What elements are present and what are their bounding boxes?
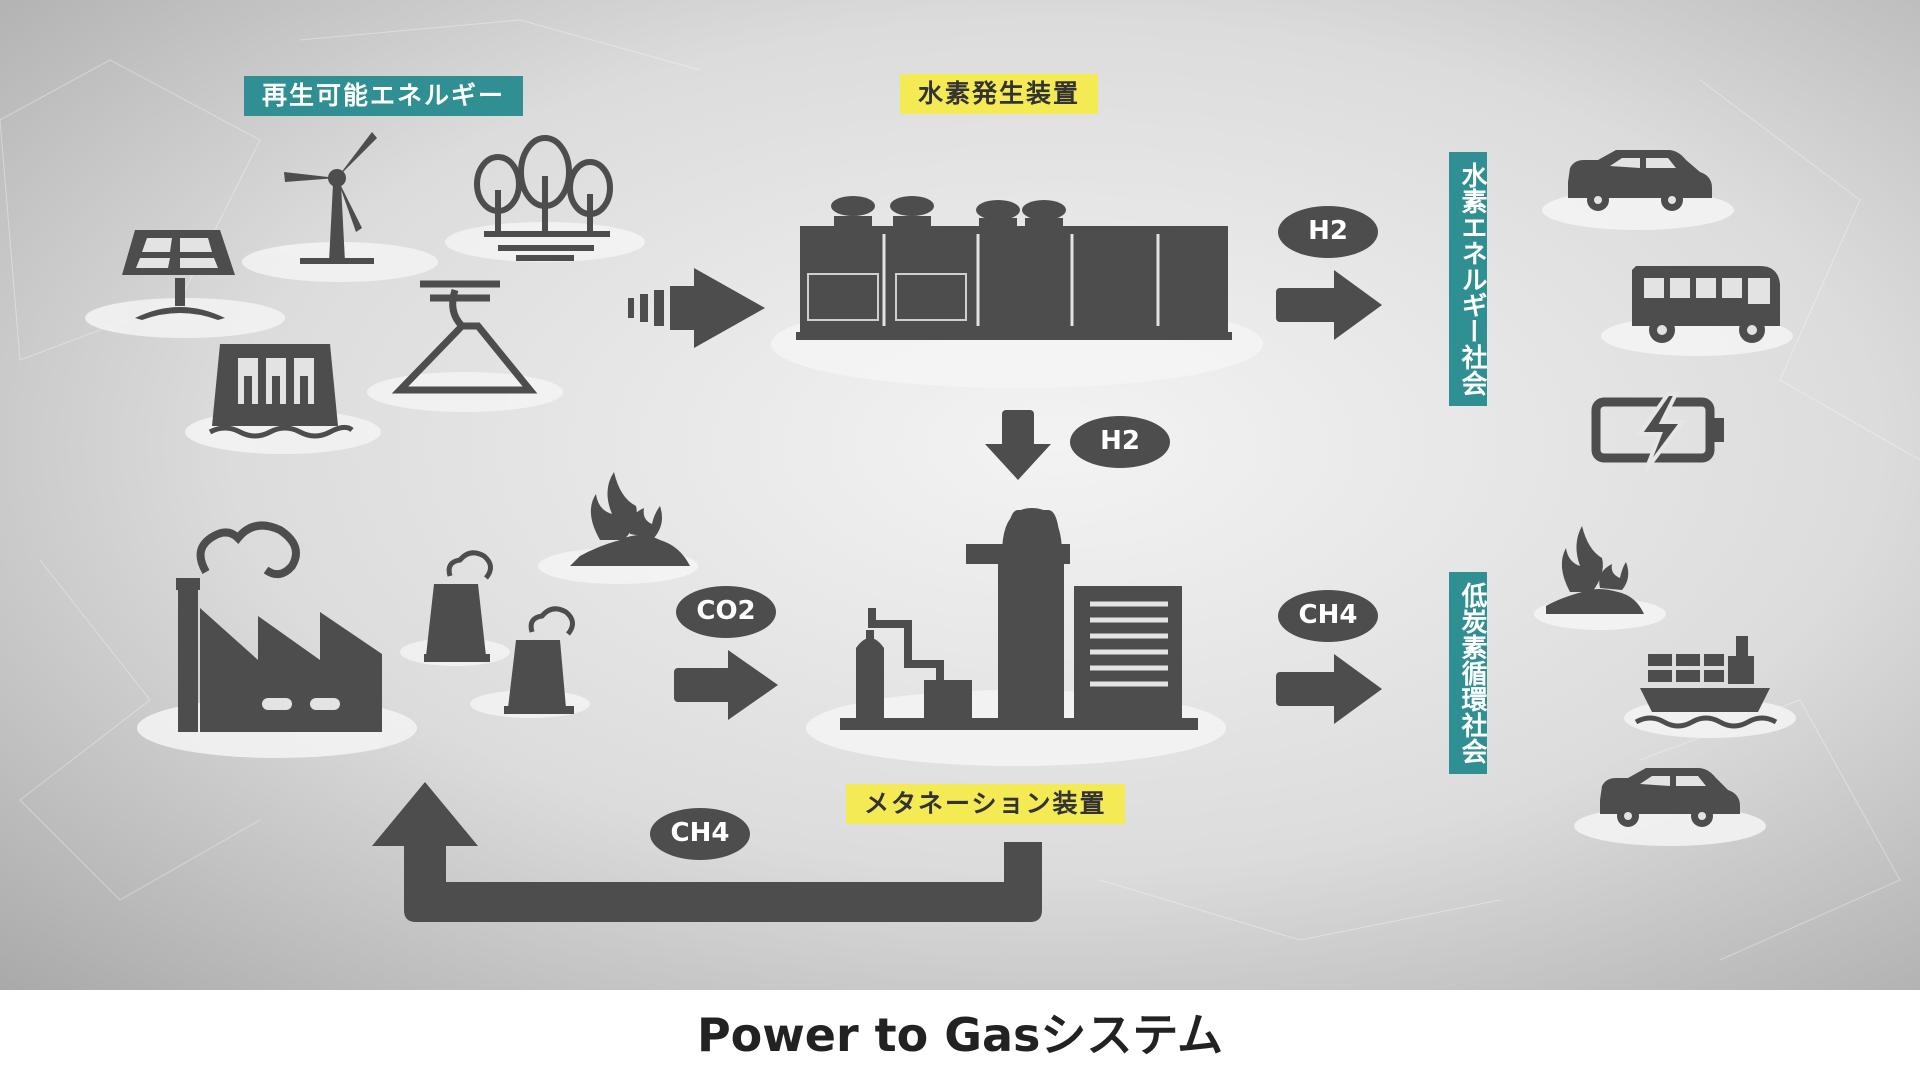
diagram-canvas xyxy=(122,132,1780,922)
car-icon xyxy=(1600,768,1740,827)
hydrogen-society-label: 水素エネルギー社会 xyxy=(1449,152,1487,406)
diagram-stage: 再生可能エネルギー 水素発生装置 メタネーション装置 水素エネルギー社会 低炭素… xyxy=(0,0,1920,990)
biomass-fire-icon xyxy=(570,472,690,566)
ch4-return-arrow xyxy=(372,782,1042,922)
pill-h2-down xyxy=(1070,416,1170,468)
h2-down-pill-text: H2 xyxy=(1100,426,1140,456)
pill-ch4-return xyxy=(650,808,750,860)
solar-panel-icon xyxy=(122,230,235,320)
pill-shapes xyxy=(650,206,1378,860)
suv-icon xyxy=(1568,150,1712,211)
h2-down-arrow xyxy=(985,410,1051,480)
intake-arrow-icon xyxy=(628,268,765,348)
factory-smoke-icon xyxy=(196,521,300,579)
caption-bar: Power to Gasシステム xyxy=(0,990,1920,1080)
pill-h2-out xyxy=(1278,206,1378,258)
ship-icon xyxy=(1634,636,1778,729)
methanation-label: メタネーション装置 xyxy=(846,784,1125,824)
ch4-return-pill-text: CH4 xyxy=(670,818,730,848)
wind-turbine-icon xyxy=(284,132,377,264)
ch4-output-pill-text: CH4 xyxy=(1298,600,1358,630)
co2-pill-text: CO2 xyxy=(696,596,756,626)
forest-icon xyxy=(474,135,613,261)
ch4-output-arrow xyxy=(1276,654,1382,724)
renewable-energy-label: 再生可能エネルギー xyxy=(244,76,524,116)
low-carbon-society-label: 低炭素循環社会 xyxy=(1449,572,1487,774)
methanation-plant-icon xyxy=(840,508,1198,730)
h2-output-pill-text: H2 xyxy=(1308,216,1348,246)
hydrogen-generator-icon xyxy=(796,196,1232,340)
h2-output-arrow xyxy=(1276,270,1382,340)
caption-title: Power to Gasシステム xyxy=(696,1008,1224,1062)
hydro-dam-icon xyxy=(208,344,354,439)
battery-icon xyxy=(1591,392,1724,472)
gas-fire-icon xyxy=(1546,526,1644,614)
factory-icon xyxy=(176,578,382,732)
co2-arrow xyxy=(674,650,778,720)
geothermal-icon xyxy=(391,280,538,394)
pill-ch4-out xyxy=(1278,590,1378,642)
pill-co2 xyxy=(676,586,776,638)
bus-icon xyxy=(1632,266,1780,343)
chimney-smoke-icon xyxy=(446,550,575,636)
h2-generator-label: 水素発生装置 xyxy=(900,74,1099,114)
chimney-icon xyxy=(424,584,574,714)
